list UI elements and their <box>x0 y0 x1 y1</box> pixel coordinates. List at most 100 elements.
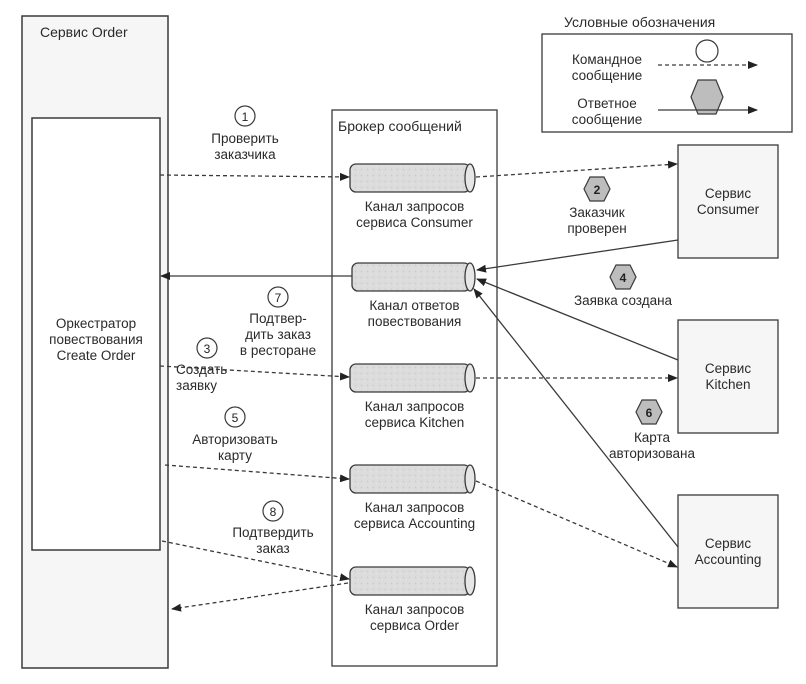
channel-label-line-2: повествования <box>367 314 462 329</box>
arrow-step-6 <box>473 288 679 548</box>
orchestrator-box <box>31 117 161 551</box>
channel-label-line-2: сервиса Accounting <box>353 516 476 531</box>
step-label-line: заявку <box>176 378 217 393</box>
broker-title: Брокер сообщений <box>338 118 462 134</box>
kitchen-service-label: Сервис Kitchen <box>678 361 778 393</box>
channel-order-request-label: Канал запросов сервиса Order <box>332 602 497 634</box>
legend-command-label: Командное сообщение <box>552 52 662 84</box>
svg-text:8: 8 <box>270 505 277 519</box>
step-label-line: заказчика <box>214 147 276 162</box>
service-label-line-2: Accounting <box>694 552 762 567</box>
accounting-service-box <box>677 494 779 609</box>
legend-label-line-2: сообщение <box>571 112 643 127</box>
step-label-line: Создать <box>176 362 228 377</box>
step-label-line: в ресторане <box>239 343 317 358</box>
channel-accounting-request-label: Канал запросов сервиса Accounting <box>332 500 497 532</box>
channel-accounting-request <box>349 464 476 494</box>
step-3-label: Создать заявку <box>176 362 276 394</box>
step-2-hexagon-icon: 2 <box>583 176 611 202</box>
channel-label-line-1: Канал ответов <box>369 298 460 313</box>
service-label-line-1: Сервис <box>704 361 752 376</box>
service-label-line-1: Сервис <box>704 536 752 551</box>
step-4-label: Заявка создана <box>553 293 693 309</box>
step-label-line: Заказчик <box>569 205 625 220</box>
svg-text:4: 4 <box>620 271 627 285</box>
arrow-order-channel-to-service <box>171 582 349 612</box>
orchestrator-label-line-1: Оркестратор <box>55 316 137 331</box>
legend-reply-hexagon-icon <box>690 79 724 115</box>
legend-box <box>541 33 793 133</box>
channel-label-line-1: Канал запросов <box>364 500 465 515</box>
legend-command-circle-icon <box>695 39 719 63</box>
channel-kitchen-request-label: Канал запросов сервиса Kitchen <box>332 399 497 431</box>
channel-label-line-1: Канал запросов <box>364 199 465 214</box>
channel-saga-reply-label: Канал ответов повествования <box>332 298 497 330</box>
channel-consumer-request-label: Канал запросов сервиса Consumer <box>332 199 497 231</box>
step-5-circle-icon: 5 <box>224 406 246 428</box>
legend-label-line-1: Ответное <box>577 96 637 111</box>
kitchen-service-box <box>677 319 779 434</box>
step-1-circle-icon: 1 <box>234 105 256 127</box>
svg-text:5: 5 <box>232 411 239 425</box>
channel-order-request <box>349 566 476 596</box>
arrow-step-8 <box>161 540 350 582</box>
orchestrator-label-line-3: Create Order <box>56 348 136 363</box>
step-label-line: Подтвердить <box>232 525 314 540</box>
step-label-line: проверен <box>567 221 627 236</box>
step-6-hexagon-icon: 6 <box>635 399 663 425</box>
arrow-step-5 <box>164 464 350 483</box>
step-5-label: Авторизовать карту <box>175 432 295 464</box>
step-7-circle-icon: 7 <box>267 286 289 308</box>
step-8-circle-icon: 8 <box>262 500 284 522</box>
step-label-line: Проверить <box>211 131 279 146</box>
arrow-accounting-channel-to-service <box>475 480 678 568</box>
channel-label-line-1: Канал запросов <box>364 602 465 617</box>
arrow-step-2 <box>476 239 679 273</box>
order-service-title: Сервис Order <box>40 24 128 40</box>
step-2-label: Заказчик проверен <box>547 205 647 237</box>
step-7-label: Подтвер- дить заказ в ресторане <box>228 311 328 359</box>
arrow-step-1 <box>159 172 350 181</box>
channel-label-line-1: Канал запросов <box>364 399 465 414</box>
legend-label-line-2: сообщение <box>571 68 643 83</box>
consumer-service-label: Сервис Consumer <box>678 186 778 218</box>
orchestrator-label-line-2: повествования <box>49 332 143 347</box>
step-8-label: Подтвердить заказ <box>223 525 323 557</box>
channel-label-line-2: сервиса Consumer <box>356 215 473 230</box>
channel-kitchen-request <box>349 363 476 393</box>
accounting-service-label: Сервис Accounting <box>678 536 778 568</box>
step-label-line: карту <box>217 448 252 463</box>
channel-label-line-2: сервиса Kitchen <box>364 415 465 430</box>
step-label-line: Подтвер- <box>249 311 307 326</box>
service-label-line-2: Consumer <box>696 202 760 217</box>
service-label-line-2: Kitchen <box>705 377 751 392</box>
legend-reply-label: Ответное сообщение <box>552 96 662 128</box>
service-label-line-1: Сервис <box>704 186 752 201</box>
consumer-service-box <box>677 144 779 259</box>
svg-text:1: 1 <box>242 110 249 124</box>
channel-saga-reply <box>351 262 476 292</box>
step-label-line: заказ <box>256 541 290 556</box>
legend-title: Условные обозначения <box>564 14 716 30</box>
step-label-line: Карта <box>633 430 671 445</box>
arrow-consumer-channel-to-service <box>475 160 678 178</box>
channel-label-line-2: сервиса Order <box>370 618 459 633</box>
step-label-line: Заявка создана <box>573 293 673 308</box>
step-label-line: дить заказ <box>245 327 311 342</box>
step-6-label: Карта авторизована <box>597 430 707 462</box>
svg-text:6: 6 <box>646 406 653 420</box>
svg-text:7: 7 <box>275 291 282 305</box>
step-4-hexagon-icon: 4 <box>609 264 637 290</box>
legend-label-line-1: Командное <box>572 52 642 67</box>
svg-text:3: 3 <box>204 342 211 356</box>
arrow-step-4 <box>476 278 679 361</box>
step-label-line: Авторизовать <box>192 432 278 447</box>
channel-consumer-request <box>349 163 476 193</box>
arrow-step-3 <box>159 365 350 381</box>
step-label-line: авторизована <box>608 446 695 461</box>
step-3-circle-icon: 3 <box>196 337 218 359</box>
orchestrator-label: Оркестратор повествования Create Order <box>32 316 160 364</box>
step-1-label: Проверить заказчика <box>185 131 305 163</box>
svg-text:2: 2 <box>594 183 601 197</box>
